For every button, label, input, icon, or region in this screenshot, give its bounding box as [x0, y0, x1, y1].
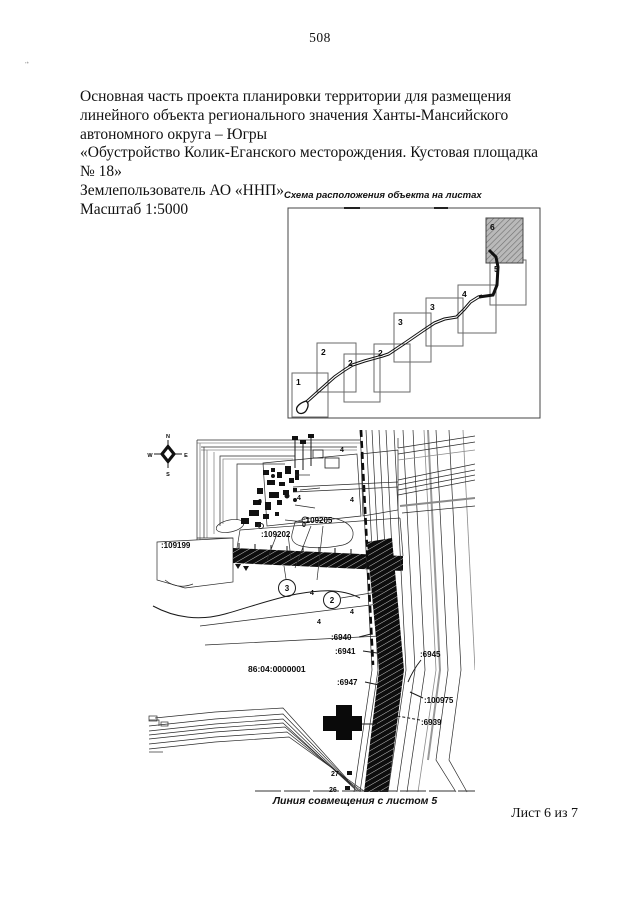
title-line-2: линейного объекта регионального значения…	[80, 106, 509, 124]
landuser-line: Землепользователь АО «ННП»	[80, 181, 284, 199]
map-digit: 4	[310, 590, 314, 597]
map-digit: 0	[302, 522, 306, 529]
title-line-1: Основная часть проекта планировки террит…	[80, 88, 512, 105]
circled-numbers: 3 2	[278, 579, 341, 609]
scale-line: Масштаб 1:5000	[80, 200, 189, 218]
parcel-label-6945: :6945	[420, 650, 441, 659]
sheet-counter: Лист 6 из 7	[511, 806, 578, 821]
parcel-label-109205: :109205	[303, 516, 333, 525]
parcel-outlines	[152, 449, 404, 646]
cadastral-quarter-label: 86:04:0000001	[248, 664, 306, 674]
parcel-label-109199: :109199	[161, 541, 191, 550]
map-digit: 4	[350, 609, 354, 616]
compass-n: N	[166, 434, 170, 440]
corridor-dark-band	[364, 538, 404, 792]
label-leaders	[266, 525, 424, 721]
match-line-caption: Линия совмещения с листом 5	[272, 795, 438, 807]
circled-number-2: 2	[330, 596, 335, 605]
stream-line	[152, 590, 361, 619]
parcel-label-6939: :6939	[421, 718, 442, 727]
sheet-number: 1	[296, 377, 301, 387]
inset-map-caption: Схема расположения объекта на листах	[284, 190, 482, 201]
map-digit: 0	[258, 499, 262, 506]
southwest-roads	[148, 707, 365, 792]
pipeline-corridor	[353, 430, 475, 793]
map-digit: 4	[350, 497, 354, 504]
sheet-number: 4	[462, 289, 467, 299]
title-line-3: автономного округа – Югры	[80, 125, 268, 143]
inset-border	[287, 207, 541, 419]
sheet-number: 3	[398, 317, 403, 327]
map-digit: 4	[317, 619, 321, 626]
sheet-number: 3	[430, 302, 435, 312]
sheet-number: 2	[348, 358, 353, 368]
point-digits: 4 4 4 0 0 4 4 4	[258, 447, 354, 626]
compass-e: E	[184, 453, 188, 459]
parcel-label-6940: :6940	[331, 633, 352, 642]
compass-w: W	[147, 453, 153, 459]
parcel-label-109202: :109202	[261, 530, 291, 539]
sheet-number-current: 6	[490, 222, 495, 232]
parcel-label-6941: :6941	[335, 647, 356, 656]
route-line	[295, 248, 500, 415]
title-line-4: «Обустройство Колик-Еганского месторожде…	[80, 144, 539, 162]
map-digit: 4	[297, 495, 301, 502]
page-number: 508	[309, 30, 331, 45]
sheet-number: 2	[321, 347, 326, 357]
cross-building-symbol	[323, 705, 377, 740]
wellpad-loop	[295, 400, 309, 415]
parcel-label-100975: :100975	[424, 696, 454, 705]
title-line-5: № 18»	[80, 163, 122, 181]
compass-rose: N S W E	[147, 434, 188, 478]
map-digit: 4	[340, 447, 344, 454]
sheet-frames	[291, 217, 527, 418]
current-sheet-frame	[485, 217, 524, 264]
circled-number-3: 3	[285, 584, 290, 593]
point-27: 27	[331, 771, 339, 778]
sheet-number: 2	[378, 348, 383, 358]
facility-cluster	[241, 434, 340, 529]
compass-s: S	[166, 472, 170, 478]
title-block: Основная часть проекта планировки террит…	[80, 88, 580, 220]
main-plan-map: N S W E	[147, 430, 475, 794]
scan-artifact: .,	[22, 55, 30, 66]
cadastral-labels: :109199 :109202 :109205 :6940 :6941 :694…	[161, 516, 454, 727]
east-branches	[292, 435, 475, 514]
inset-sheet-map: 1 2 2 2 3 3 4 5 6	[287, 207, 541, 419]
lease-boundary	[196, 439, 360, 540]
parcel-label-6947: :6947	[337, 678, 358, 687]
